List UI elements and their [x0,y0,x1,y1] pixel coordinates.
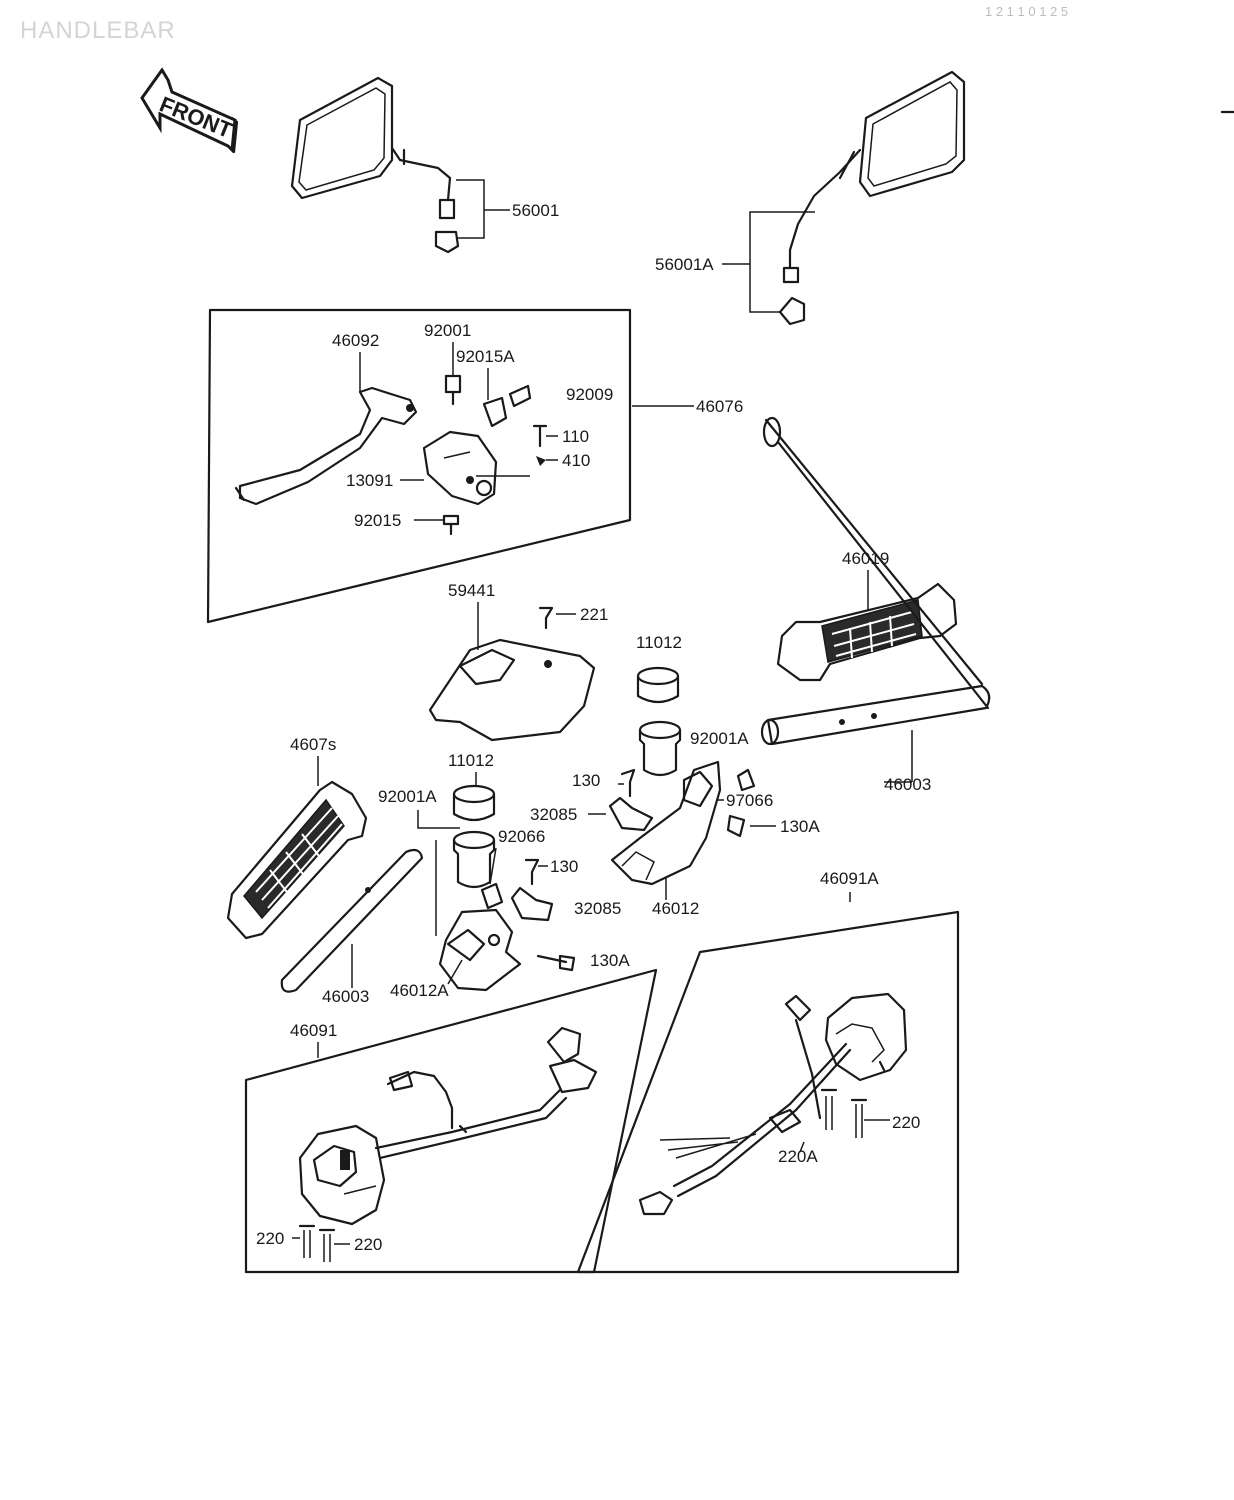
part-46019: 46019 [842,549,889,568]
screw-130A [726,814,746,838]
part-110: 110 [562,427,589,446]
diagram-title: HANDLEBAR [20,17,176,44]
lever-bracket [422,374,548,536]
left-switch-frame [244,968,658,1274]
right-handlebar-bar [760,684,991,746]
right-tube-46003 [764,420,984,690]
front-arrow-icon: FRONT [140,67,239,154]
part-221: 221 [580,605,608,624]
part-46076: 46076 [696,397,743,416]
screw-130-left [524,858,540,886]
left-plug [452,830,496,889]
part-92001A-right: 92001A [690,729,749,748]
screw-130A-left [536,954,568,964]
part-46091: 46091 [290,1021,337,1040]
part-92001: 92001 [424,321,471,340]
part-46003-left: 46003 [322,987,369,1006]
part-11012-right: 11012 [636,633,682,652]
part-59441: 59441 [448,581,495,600]
right-mirror [778,70,966,326]
lever-assembly-frame [206,308,632,624]
part-46012: 46012 [652,899,699,918]
tube-46003-right [764,420,982,684]
leader-56001 [456,179,510,239]
part-13091: 13091 [346,471,393,490]
leader-46003-right [884,730,913,783]
right-grip [776,582,958,682]
part-220A: 220A [778,1147,818,1166]
leader-46012A [447,959,463,985]
left-grip [226,780,368,940]
cap-92066 [480,882,504,910]
part-32085-right: 32085 [530,805,577,824]
part-97066: 97066 [726,791,773,810]
leader-92066 [489,847,497,885]
right-handlebar-tube [762,416,990,710]
leader-220A [799,1141,805,1153]
right-switch-frame [576,910,960,1274]
part-56001A: 56001A [655,255,714,274]
guide-32085-left [510,886,554,922]
part-46091A: 46091A [820,869,879,888]
part-130-left: 130 [550,857,578,876]
part-130A-left: 130A [590,951,630,970]
part-46012A: 46012A [390,981,449,1000]
part-410: 410 [562,451,590,470]
screw-130 [620,768,636,798]
part-46003-right: 46003 [884,775,931,794]
part-11012-left: 11012 [448,751,494,770]
part-130A-right: 130A [780,817,820,836]
right-switch-assembly [638,992,908,1216]
diagram-code: 1 2 1 1 0 1 2 5 [985,4,1068,19]
left-cap [452,784,496,822]
part-46092: 46092 [332,331,379,350]
part-92015A: 92015A [456,347,515,366]
part-130-right: 130 [572,771,600,790]
throttle-housing-left [435,840,522,992]
cap-97066 [736,768,756,792]
clutch-lever [234,386,418,506]
part-56001: 56001 [512,201,559,220]
leader-56001A [722,211,815,313]
throttle-housing-right [610,760,722,886]
front-label: FRONT [156,91,236,143]
spacer2 [766,420,980,684]
right-plug [638,720,682,777]
part-92009: 92009 [566,385,613,404]
right-cap [636,666,680,704]
part-4607s: 4607s [290,735,336,754]
part-92015: 92015 [354,511,401,530]
left-switch-assembly [298,1026,598,1262]
part-92066: 92066 [498,827,545,846]
screw-head-130A [558,954,576,972]
guide-32085 [608,796,654,832]
leader-110-410 [546,435,558,461]
spacer [770,420,982,686]
part-220-left-b: 220 [354,1235,382,1254]
left-handlebar-tube [280,848,424,993]
left-mirror [290,76,460,254]
part-220-right: 220 [892,1113,920,1132]
housing-cover [428,606,596,742]
leader-92001A-left [417,810,460,829]
part-220-left-a: 220 [256,1229,284,1248]
part-32085-left: 32085 [574,899,621,918]
part-92001A-left: 92001A [378,787,437,806]
